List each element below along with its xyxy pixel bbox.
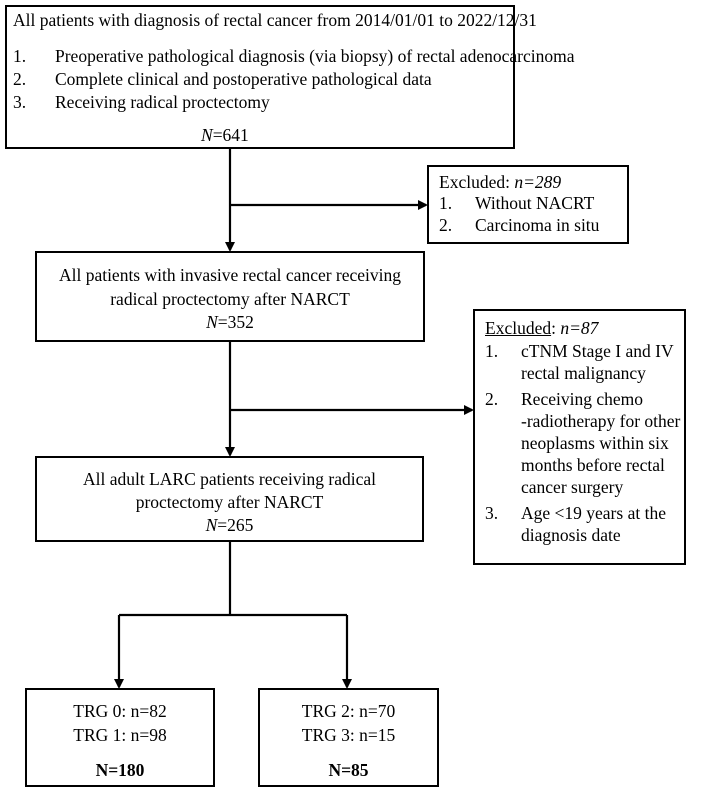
box3-count-label: N [205, 515, 218, 535]
box4-line-2: TRG 1: n=98 [73, 725, 167, 745]
box1-item-1-num: 1. [13, 46, 27, 66]
excluded2-item-1-num: 1. [485, 341, 499, 361]
box2-line-2: radical proctectomy after NARCT [110, 289, 350, 309]
excluded1-count: n=289 [514, 172, 562, 192]
box3-line-2: proctectomy after NARCT [135, 492, 324, 512]
box-trg-0-1: TRG 0: n=82 TRG 1: n=98 N=180 [25, 688, 215, 787]
box5-line-1: TRG 2: n=70 [301, 701, 396, 721]
box4-total: N=180 [95, 760, 145, 780]
excluded2-item-2-num: 2. [485, 389, 499, 409]
box3-count: N=265 [37, 515, 422, 535]
excluded2-item-2-line-3: neoplasms within six [521, 433, 669, 453]
excluded1-item-1-text: Without NACRT [475, 193, 595, 213]
excluded2-item-2-line-4: months before rectal [521, 455, 665, 475]
excluded2-header: Excluded: n=87 [485, 318, 598, 338]
box2-count-label: N [206, 312, 218, 332]
box-excluded-2: Excluded: n=87 1. cTNM Stage I and IV re… [473, 309, 686, 565]
box1-item-3-text: Receiving radical proctectomy [55, 92, 270, 112]
box-all-patients: All patients with diagnosis of rectal ca… [5, 5, 574, 149]
box1-count: N=641 [201, 125, 249, 145]
box2-count: N=352 [37, 312, 423, 332]
excluded1-label: Excluded: [439, 172, 515, 192]
box1-item-2-text: Complete clinical and postoperative path… [55, 69, 432, 89]
excluded1-item-2-text: Carcinoma in situ [475, 215, 600, 235]
excluded2-item-3-line-1: Age <19 years at the [521, 503, 666, 523]
box4-line-1: TRG 0: n=82 [73, 701, 167, 721]
box5-total: N=85 [328, 760, 369, 780]
box1-item-1-text: Preoperative pathological diagnosis (via… [55, 46, 575, 66]
box-invasive-patients: All patients with invasive rectal cancer… [35, 251, 425, 342]
box3-count-value: =265 [217, 515, 254, 535]
box1-count-value: =641 [212, 125, 249, 145]
excluded2-item-2-line-1: Receiving chemo [521, 389, 643, 409]
excluded2-item-1-line-2: rectal malignancy [521, 363, 646, 383]
box-excluded-1: Excluded: n=289 1. Without NACRT 2. Carc… [427, 165, 629, 244]
box3-line-1: All adult LARC patients receiving radica… [82, 469, 377, 489]
box-trg-2-3: TRG 2: n=70 TRG 3: n=15 N=85 [258, 688, 439, 787]
box-adult-larc-patients: All adult LARC patients receiving radica… [35, 456, 424, 542]
excluded2-item-1-line-1: cTNM Stage I and IV [521, 341, 674, 361]
box1-title: All patients with diagnosis of rectal ca… [13, 10, 537, 30]
box1-item-3-num: 3. [13, 92, 27, 112]
box2-line-1: All patients with invasive rectal cancer… [58, 265, 402, 285]
excluded1-header: Excluded: n=289 [439, 172, 561, 192]
box1-count-label: N [201, 125, 213, 145]
box2-count-value: =352 [217, 312, 254, 332]
excluded2-colon: : [551, 318, 561, 338]
excluded2-item-2-line-5: cancer surgery [521, 477, 624, 497]
excluded2-item-3-line-2: diagnosis date [521, 525, 621, 545]
excluded1-item-1-num: 1. [439, 193, 453, 213]
excluded2-item-2-line-2: -radiotherapy for other [521, 411, 681, 431]
excluded2-count: n=87 [560, 318, 599, 338]
box1-item-2-num: 2. [13, 69, 27, 89]
box5-line-2: TRG 3: n=15 [301, 725, 396, 745]
excluded2-label: Excluded [485, 318, 552, 338]
excluded2-item-3-num: 3. [485, 503, 499, 523]
excluded1-item-2-num: 2. [439, 215, 453, 235]
